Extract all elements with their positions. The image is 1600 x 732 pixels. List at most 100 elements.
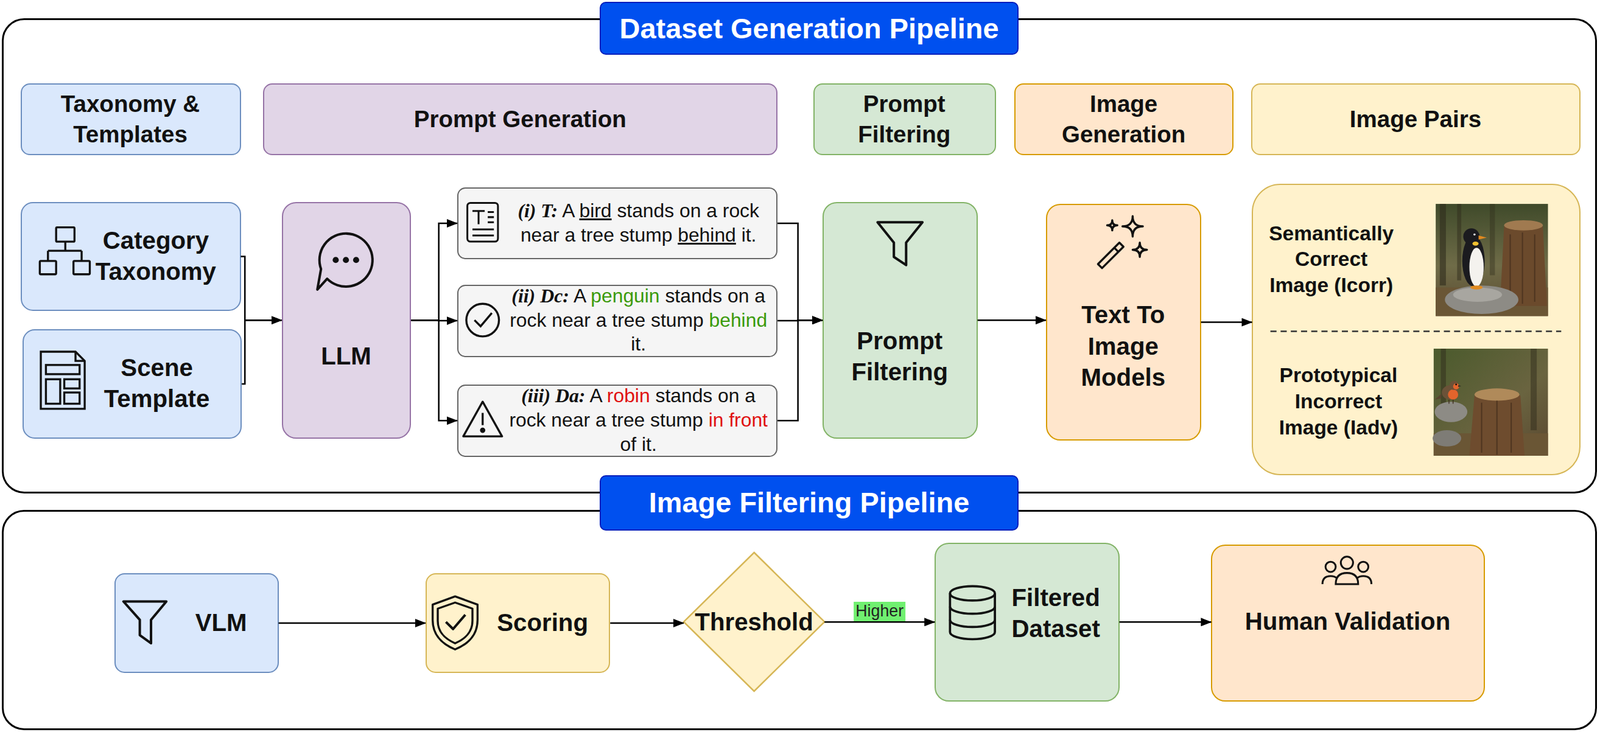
shield-icon (432, 596, 478, 650)
prompt-word: of it. (620, 433, 657, 456)
penguin-photo (1473, 233, 1476, 236)
robin-photo (1469, 391, 1525, 457)
database-icon (949, 586, 995, 601)
diamond-outline (683, 552, 825, 692)
penguin-photo (1463, 228, 1480, 245)
prompt-word: A (561, 199, 574, 222)
check-icon (466, 303, 500, 337)
warning-icon (463, 401, 503, 437)
node-label: Image Pairs (1250, 83, 1580, 155)
document-icon (467, 202, 499, 242)
penguin-photo (1456, 203, 1462, 281)
stage-header: Image Generation (1014, 83, 1234, 155)
input-box: Scene Template (22, 329, 242, 439)
dataset-box: Filtered Dataset (934, 543, 1120, 702)
robin-photo (1441, 348, 1446, 421)
chat-icon (317, 233, 373, 290)
node-label: LLM (281, 332, 411, 382)
process-box: Scoring (425, 573, 611, 674)
prompt-word: A (573, 284, 586, 307)
divider-line (1270, 331, 1562, 333)
database-icon (949, 607, 995, 628)
robin-photo (1434, 401, 1468, 423)
robin-photo (1453, 383, 1460, 390)
filter-icon (123, 602, 167, 645)
penguin-photo (1444, 285, 1519, 315)
prompt-box: (i) T: A bird stands on a rock near a tr… (457, 187, 778, 259)
filter-box: Prompt Filtering (822, 202, 978, 439)
shield-icon (437, 602, 473, 644)
magic-wand-icon (1132, 242, 1147, 257)
frame-title: Image Filtering Pipeline (599, 475, 1018, 531)
people-icon (1322, 576, 1337, 585)
chat-icon (332, 256, 339, 264)
taxonomy-icon (39, 227, 90, 275)
flow-arrow (1119, 621, 1212, 624)
penguin-photo (1478, 235, 1487, 240)
robin-photo (1474, 388, 1520, 401)
divider-line (1270, 330, 1562, 332)
node-label: Taxonomy & Templates (20, 83, 241, 155)
prompt-box: (ii) Dc: A penguin stands on a rock near… (457, 284, 778, 358)
penguin-photo (1470, 285, 1483, 290)
node-label: Category Taxonomy (79, 201, 232, 311)
stage-header: Prompt Generation (263, 83, 778, 155)
magic-wand-icon (1122, 216, 1144, 237)
people-icon (1357, 576, 1372, 585)
flow-arrow (241, 256, 282, 321)
template-icon (75, 351, 85, 362)
check-icon (466, 303, 500, 337)
prompt-text-area: (i) T: A bird stands on a rock near a tr… (501, 187, 776, 259)
prompt-sentence: (iii) Da: A robin stands on a rock near … (501, 384, 776, 457)
node-label: Scoring (486, 572, 599, 673)
node-label: Threshold (683, 552, 825, 692)
template-icon (45, 365, 80, 375)
prompt-word: penguin (590, 284, 660, 307)
prompt-sentence: (ii) Dc: A penguin stands on a rock near… (501, 284, 776, 357)
template-icon (64, 392, 80, 404)
prompt-tag: (iii) Da: (521, 385, 586, 407)
shield-icon (432, 596, 478, 650)
template-icon (40, 351, 85, 410)
input-box: Category Taxonomy (20, 202, 242, 312)
stage-header: Image Pairs (1251, 83, 1581, 155)
template-icon (45, 379, 60, 404)
taxonomy-icon (48, 241, 82, 262)
robin-photo (1530, 348, 1537, 431)
flow-arrow (410, 319, 457, 322)
node-label: Image Generation (1013, 83, 1233, 155)
flow-arrow (977, 319, 1046, 322)
prompt-word: it. (741, 224, 757, 246)
magic-wand-icon (1114, 247, 1119, 253)
prompt-text-area: (ii) Dc: A penguin stands on a rock near… (501, 284, 776, 357)
prompt-word: it. (630, 333, 646, 355)
node-label: Semantically Correct Image (Icorr) (1265, 213, 1398, 306)
people-icon (1335, 573, 1359, 585)
decision-diamond: Threshold (683, 552, 825, 692)
database-icon (949, 593, 995, 640)
node-label: VLM (175, 572, 268, 673)
flow-arrow (278, 622, 426, 625)
prompt-word: in front (708, 409, 768, 432)
robin-photo (1449, 400, 1454, 405)
filter-icon (123, 602, 167, 645)
flow-arrow (610, 622, 684, 625)
taxonomy-icon (73, 261, 91, 275)
pipeline-frame: Image Filtering PipelineVLMScoringThresh… (1, 510, 1597, 731)
node-label: Prompt Filtering (821, 323, 978, 390)
node-label: Filtered Dataset (995, 542, 1116, 686)
database-icon (949, 586, 995, 640)
frame-title: Dataset Generation Pipeline (599, 1, 1018, 55)
prompt-tag: (ii) Dc: (511, 285, 570, 307)
chat-icon (317, 233, 373, 290)
robin-photo (1432, 430, 1462, 447)
shield-icon (445, 614, 466, 629)
pipeline-frame: Dataset Generation PipelineTaxonomy & Te… (1, 18, 1597, 494)
filter-icon (877, 222, 923, 265)
prompt-word: A (589, 384, 602, 407)
robin-photo (1455, 383, 1457, 386)
node-label: Human Validation (1210, 595, 1485, 649)
flow-arrow (241, 320, 282, 385)
